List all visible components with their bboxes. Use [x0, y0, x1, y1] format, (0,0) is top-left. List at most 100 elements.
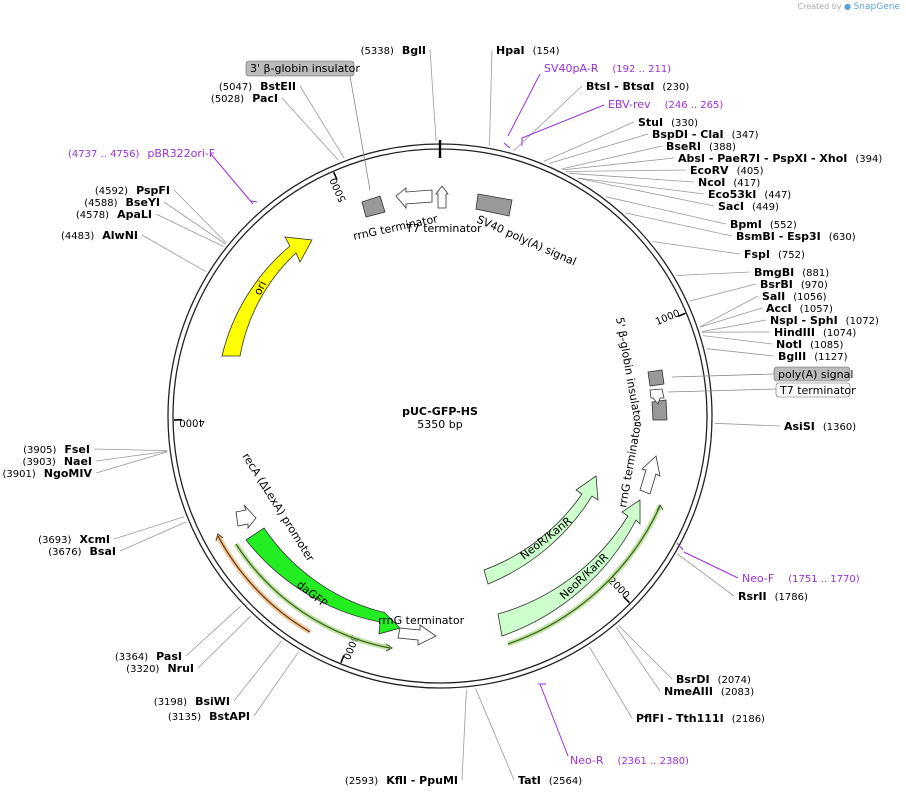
- polya-box: poly(A) signal: [671, 366, 853, 382]
- enzyme-label: StuI(330): [638, 116, 698, 129]
- feature-neo-orf: [507, 503, 664, 647]
- primer-labels: SV40pA-R(192 .. 211) EBV-rev(246 .. 265)…: [68, 62, 860, 767]
- tick-2000: [623, 596, 631, 604]
- enzyme-line: [155, 213, 224, 247]
- enzyme-label: (3364)PasI: [115, 650, 182, 663]
- enzyme-line: [565, 169, 687, 172]
- enzyme-label: (3693)XcmI: [38, 533, 110, 546]
- t7-top-label: T7 terminator: [405, 222, 482, 235]
- tick-label-5000: 5000: [328, 176, 348, 204]
- enzyme-label: (3198)BsiWI: [154, 695, 230, 708]
- primer-neo-r: Neo-R(2361 .. 2380): [570, 754, 689, 767]
- enzyme-label: NspI - SphI(1072): [770, 314, 879, 327]
- feature-ori: ori: [221, 236, 313, 357]
- enzyme-line: [95, 451, 168, 474]
- enzyme-label: (3320)NruI: [126, 662, 194, 675]
- feature-sv40-polya: SV40 poly(A) signal: [475, 193, 578, 269]
- enzyme-line: [253, 651, 299, 717]
- enzyme-label: NcoI(417): [698, 176, 760, 189]
- enzyme-label: (3903)NaeI: [23, 455, 92, 468]
- enzyme-line: [119, 521, 187, 552]
- enzyme-line: [578, 178, 715, 207]
- t7-box: T7 terminator: [667, 382, 856, 398]
- enzyme-line: [706, 348, 775, 357]
- enzyme-label: TatI(2564): [518, 774, 582, 787]
- enzyme-label: (3135)BstAPI: [168, 710, 250, 723]
- enzyme-line: [689, 283, 757, 302]
- enzyme-line: [615, 626, 661, 692]
- enzyme-line: [173, 189, 227, 244]
- enzyme-line: [489, 49, 493, 146]
- enzyme-line: [677, 553, 735, 597]
- enzyme-label: BpmI(552): [730, 218, 797, 231]
- neo-inner-label: NeoR/KanR: [557, 551, 611, 603]
- enzyme-line: [163, 201, 226, 245]
- neo-outer-label: NeoR/KanR: [518, 514, 575, 562]
- tick-3000: [340, 655, 345, 664]
- enzyme-label: AsiSI(1360): [784, 420, 856, 433]
- enzyme-label: HindIII(1074): [774, 326, 856, 339]
- enzyme-line: [461, 689, 467, 781]
- primer-neo-f: Neo-F(1751 .. 1770): [742, 572, 860, 585]
- enzyme-label: (5047)BstEII: [219, 80, 296, 93]
- enzyme-line: [475, 688, 515, 781]
- enzyme-line: [113, 516, 185, 540]
- enzyme-line: [714, 422, 781, 427]
- enzyme-line: [299, 85, 345, 159]
- snapgene-logo-icon: ●: [844, 2, 852, 11]
- primer-sv40pa-r: SV40pA-R(192 .. 211): [544, 62, 671, 75]
- attribution-brand: SnapGene: [853, 2, 900, 12]
- enzyme-label: BspDI - ClaI(347): [652, 128, 759, 141]
- enzyme-label: (2593)KflI - PpuMI: [345, 774, 458, 787]
- tick-label-1000: 1000: [654, 308, 682, 328]
- rrng-bottom-label: rrnG terminator: [378, 614, 465, 627]
- primer-ebv-rev: EBV-rev(246 .. 265): [608, 98, 723, 111]
- enzyme-label: EcoRV(405): [690, 164, 764, 177]
- enzyme-line: [562, 157, 675, 171]
- enzyme-label: AbsI - PaeR7I - PspXI - XhoI(394): [678, 152, 882, 165]
- enzyme-line: [676, 271, 751, 276]
- enzyme-line: [548, 133, 649, 164]
- feature-rrng-top: rrnG terminator: [352, 195, 439, 243]
- enzyme-line: [569, 172, 695, 183]
- enzyme-line: [625, 212, 733, 237]
- enzyme-line: [95, 450, 168, 462]
- enzyme-label: Eco53kI(447): [708, 188, 791, 201]
- enzyme-label: (4483)AlwNI: [61, 229, 138, 242]
- enzyme-line: [429, 49, 437, 142]
- enzyme-line: [141, 234, 207, 273]
- feature-dagfp: daGFP: [245, 527, 401, 635]
- snapgene-attribution: Created by ● SnapGene: [798, 2, 901, 12]
- enzyme-label: (4578)ApaLI: [76, 208, 152, 221]
- enzyme-line: [618, 625, 673, 680]
- feature-neo-outer: NeoR/KanR: [483, 475, 599, 585]
- enzyme-label: (4588)BseYI: [84, 196, 160, 209]
- plasmid-name: pUC-GFP-HS: [402, 405, 478, 418]
- enzyme-line: [700, 307, 763, 328]
- enzyme-label: (3901)NgoMIV: [3, 467, 93, 480]
- sv40-label: SV40 poly(A) signal: [475, 213, 578, 269]
- tick-5000: [332, 171, 338, 180]
- enzyme-line: [233, 640, 282, 702]
- enzyme-line: [185, 605, 242, 657]
- enzyme-label: (3676)BsaI: [48, 545, 116, 558]
- enzyme-line: [93, 448, 168, 451]
- globin-3-box-label: 3' β-globin insulator: [250, 62, 360, 75]
- enzyme-label: HpaI(154): [496, 44, 560, 57]
- enzyme-label: BseRI(388): [666, 140, 736, 153]
- enzyme-label: (5338)BglI: [361, 44, 426, 57]
- enzyme-line: [197, 615, 252, 669]
- enzyme-line: [560, 145, 663, 170]
- rrng-right-label: rrnG terminator: [616, 421, 644, 509]
- enzyme-label: AccI(1057): [766, 302, 833, 315]
- enzyme-label: BsmBI - Esp3I(630): [736, 230, 856, 243]
- feature-reca-orf: [215, 533, 312, 635]
- enzyme-label: BmgBI(881): [754, 266, 829, 279]
- enzyme-label: (5028)PacI: [211, 92, 278, 105]
- enzyme-label: RsrII(1786): [738, 590, 808, 603]
- attribution-prefix: Created by: [797, 2, 842, 11]
- enzyme-line: [577, 177, 705, 195]
- t7-box-label: T7 terminator: [779, 384, 856, 397]
- globin-3-box: 3' β-globin insulator: [245, 60, 371, 191]
